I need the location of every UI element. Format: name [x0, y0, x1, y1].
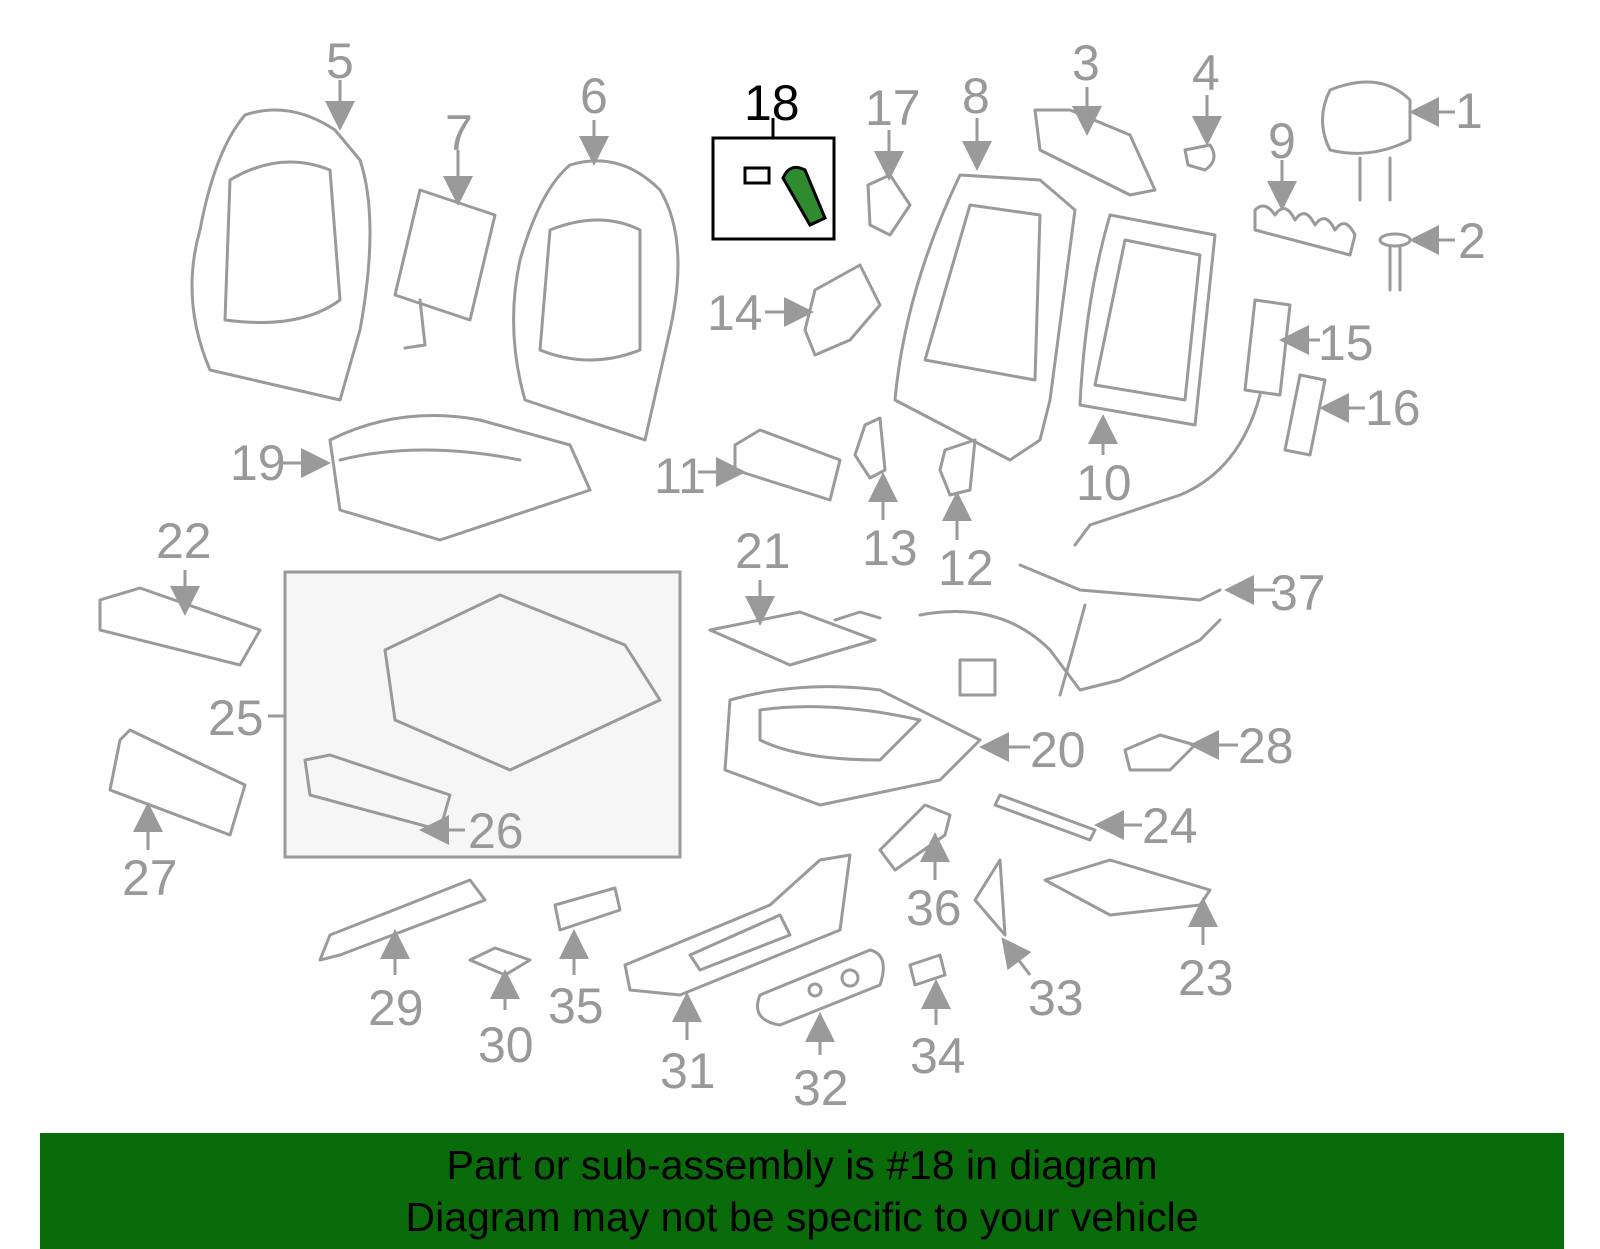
callout-5: 5 [326, 33, 354, 89]
part-15-module [1073, 298, 1320, 547]
callout-10: 10 [1076, 455, 1132, 511]
callout-3: 3 [1072, 35, 1100, 91]
callout-16: 16 [1365, 380, 1421, 436]
part-30-pad [468, 946, 532, 1010]
callout-9: 9 [1268, 113, 1296, 169]
part-1-headrest [1321, 80, 1455, 202]
part-11-support [698, 428, 842, 502]
callout-23: 23 [1178, 950, 1234, 1006]
banner-line-1: Part or sub-assembly is #18 in diagram [446, 1142, 1158, 1188]
part-8-seat-back-frame [893, 118, 1077, 462]
part-37-wiring-harness [918, 563, 1275, 697]
part-29-trim [318, 878, 487, 975]
part-16-trim [1283, 373, 1365, 457]
callout-34: 34 [910, 1028, 966, 1084]
part-33-trim [973, 858, 1032, 976]
callout-33: 33 [1028, 970, 1084, 1026]
callout-22: 22 [156, 513, 212, 569]
part-7-panel [393, 150, 497, 350]
callout-35: 35 [548, 978, 604, 1034]
callout-20: 20 [1030, 722, 1086, 778]
callout-17: 17 [865, 80, 921, 136]
callout-12: 12 [938, 540, 994, 596]
part-2-guide [1378, 225, 1455, 292]
part-10-back-panel [1078, 213, 1217, 455]
callout-11: 11 [654, 448, 706, 504]
part-22-trim [98, 570, 262, 667]
part-21-heater-pad [708, 580, 882, 667]
callout-37: 37 [1270, 565, 1326, 621]
callout-36: 36 [906, 880, 962, 936]
callout-8: 8 [962, 68, 990, 124]
callout-28: 28 [1238, 718, 1294, 774]
part-25-track-assembly [268, 570, 682, 859]
callout-4: 4 [1192, 45, 1220, 101]
part-34-knob [908, 953, 951, 1025]
part-27-cover [108, 728, 247, 850]
info-banner: Part or sub-assembly is #18 in diagram D… [40, 1133, 1564, 1249]
callout-18-highlighted: 18 [744, 75, 800, 131]
part-9-spring [1253, 160, 1357, 257]
callout-15: 15 [1318, 315, 1374, 371]
part-24-rod [993, 793, 1142, 842]
part-3-trim [1033, 87, 1157, 197]
callout-29: 29 [368, 980, 424, 1036]
callout-30: 30 [478, 1017, 534, 1073]
callout-26: 26 [468, 803, 524, 859]
part-6-seat-back [512, 120, 680, 442]
part-23-frame [1043, 858, 1218, 945]
part-36-handle [878, 803, 952, 880]
part-20-seat-cushion [723, 685, 1030, 807]
part-4-clip [1183, 95, 1222, 172]
part-35-cap [553, 886, 622, 975]
part-31-side-shield [623, 853, 852, 1040]
callout-25: 25 [208, 690, 264, 746]
part-14-bracket [765, 263, 882, 357]
callout-31: 31 [660, 1043, 716, 1099]
callout-7: 7 [445, 105, 473, 161]
part-12-cover [938, 438, 977, 540]
part-19-cushion-cover [283, 414, 592, 542]
part-18-highlighted [711, 118, 836, 241]
part-13-cover [853, 416, 898, 520]
banner-line-2: Diagram may not be specific to your vehi… [405, 1194, 1199, 1240]
callout-14: 14 [707, 285, 763, 341]
callout-21: 21 [735, 523, 791, 579]
callout-13: 13 [862, 520, 918, 576]
callout-32: 32 [793, 1060, 849, 1116]
callout-6: 6 [580, 68, 608, 124]
callout-labels: 1 2 3 4 5 6 7 8 9 10 11 12 13 14 15 16 1… [122, 33, 1486, 1116]
part-32-switch-bezel [756, 948, 885, 1055]
part-5-seat-back-cover [190, 80, 372, 402]
part-28-bracket [1123, 730, 1238, 772]
part-17-bracket [866, 130, 912, 237]
seat-parts-diagram: 1 2 3 4 5 6 7 8 9 10 11 12 13 14 15 16 1… [98, 33, 1486, 1116]
callout-24: 24 [1142, 798, 1198, 854]
callout-27: 27 [122, 850, 178, 906]
callout-19: 19 [230, 435, 286, 491]
callout-2: 2 [1458, 213, 1486, 269]
callout-1: 1 [1455, 83, 1483, 139]
